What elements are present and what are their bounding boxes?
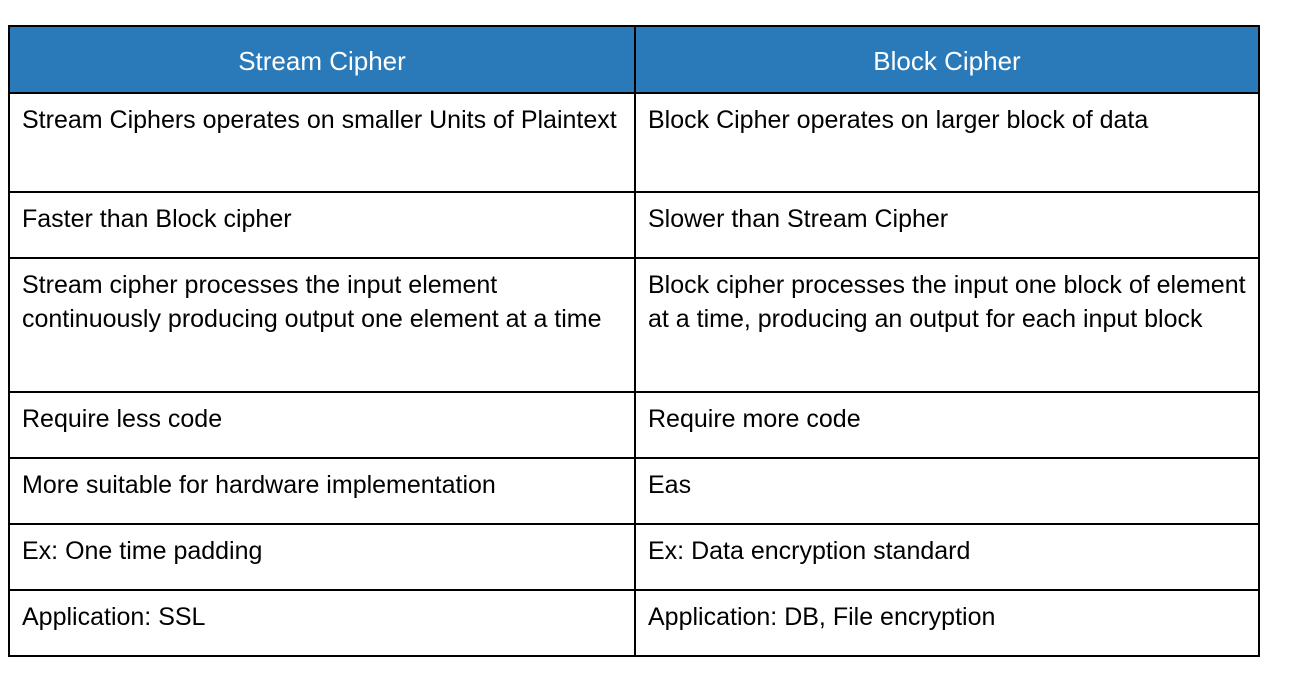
table-cell-block: Block cipher processes the input one blo… [634,257,1260,393]
table-body: Stream Ciphers operates on smaller Units… [8,92,1260,657]
table-cell-block: Require more code [634,391,1260,459]
cell-text: Stream Ciphers operates on smaller Units… [22,106,617,134]
table-cell-stream: Ex: One time padding [8,523,636,591]
cell-text: Stream cipher processes the input elemen… [22,271,602,333]
table-header: Stream Cipher Block Cipher [8,25,1260,94]
cell-text: More suitable for hardware implementatio… [22,471,496,499]
column-header-block-cipher: Block Cipher [634,25,1260,94]
cell-text: Require more code [648,405,861,433]
table-row: Faster than Block cipher Slower than Str… [8,191,1260,259]
table-row: More suitable for hardware implementatio… [8,457,1260,525]
cell-text: Block Cipher operates on larger block of… [648,106,1149,134]
cell-text: Application: SSL [22,603,206,631]
table-cell-stream: Stream cipher processes the input elemen… [8,257,636,393]
column-header-stream-cipher: Stream Cipher [8,25,636,94]
table-cell-stream: Require less code [8,391,636,459]
table-row: Require less code Require more code [8,391,1260,459]
table-row: Stream Ciphers operates on smaller Units… [8,92,1260,193]
cell-text: Ex: Data encryption standard [648,537,971,565]
cell-text: Require less code [22,405,223,433]
table-cell-block: Eas [634,457,1260,525]
table-cell-block: Application: DB, File encryption [634,589,1260,657]
cell-text: Faster than Block cipher [22,205,292,233]
cell-text: Ex: One time padding [22,537,263,565]
table-row: Stream cipher processes the input elemen… [8,257,1260,393]
table-cell-stream: Application: SSL [8,589,636,657]
table-row: Ex: One time padding Ex: Data encryption… [8,523,1260,591]
cell-text: Application: DB, File encryption [648,603,996,631]
cipher-comparison-table: Stream Cipher Block Cipher Stream Cipher… [8,25,1260,657]
table-cell-stream: More suitable for hardware implementatio… [8,457,636,525]
cell-text: Slower than Stream Cipher [648,205,949,233]
table-cell-block: Ex: Data encryption standard [634,523,1260,591]
cell-text: Block cipher processes the input one blo… [648,271,1246,333]
table-cell-stream: Faster than Block cipher [8,191,636,259]
table-cell-stream: Stream Ciphers operates on smaller Units… [8,92,636,193]
table-cell-block: Slower than Stream Cipher [634,191,1260,259]
table-header-row: Stream Cipher Block Cipher [8,25,1260,94]
table-cell-block: Block Cipher operates on larger block of… [634,92,1260,193]
table-row: Application: SSL Application: DB, File e… [8,589,1260,657]
cell-text: Eas [648,471,692,499]
